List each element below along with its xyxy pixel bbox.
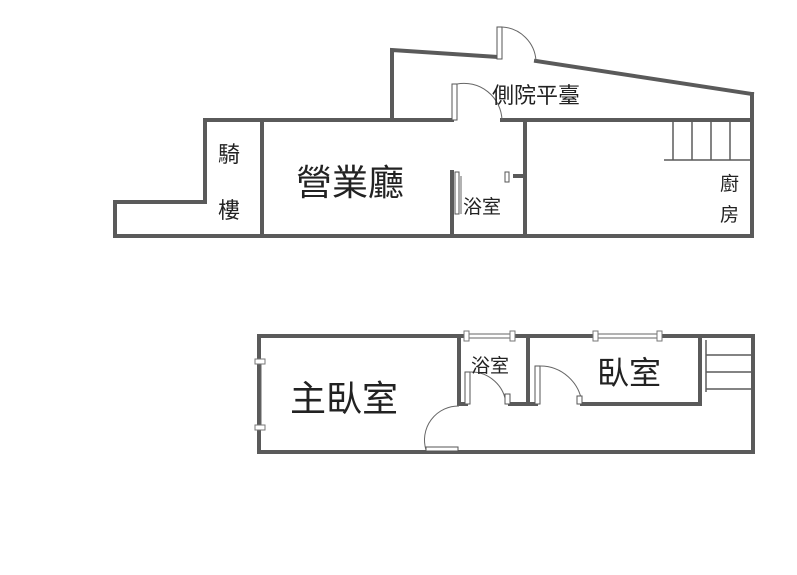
label-side-terrace: 側院平臺 <box>492 84 580 109</box>
bedroom-window <box>592 330 663 342</box>
upper-outer-wall <box>113 47 501 238</box>
label-business-hall: 營業廳 <box>296 163 404 204</box>
label-bath-lower: 浴室 <box>471 355 509 377</box>
terrace-door[interactable] <box>496 26 537 62</box>
terrace-top-wall <box>533 58 755 97</box>
label-master-bedroom: 主臥室 <box>290 379 398 420</box>
kitchen-stairs <box>664 120 752 161</box>
upper-floor: 側院平臺 騎 樓 營業廳 浴室 廚 房 <box>113 26 755 238</box>
lower-stairs <box>705 340 753 392</box>
bath-lower-door[interactable] <box>464 371 511 405</box>
bedroom-door[interactable] <box>534 365 583 405</box>
bath-upper-door[interactable] <box>454 171 510 215</box>
label-bath-upper: 浴室 <box>463 196 501 218</box>
lower-floor: 主臥室 浴室 臥室 <box>254 330 755 454</box>
label-arcade-2: 樓 <box>218 199 240 224</box>
master-window-left <box>254 358 266 431</box>
bath-lower-window <box>463 330 516 342</box>
label-arcade-1: 騎 <box>218 143 240 168</box>
label-kitchen-2: 房 <box>720 204 739 226</box>
label-bedroom: 臥室 <box>597 354 661 392</box>
master-door[interactable] <box>424 405 460 452</box>
label-kitchen-1: 廚 <box>720 172 739 195</box>
hall-door[interactable] <box>451 82 503 121</box>
